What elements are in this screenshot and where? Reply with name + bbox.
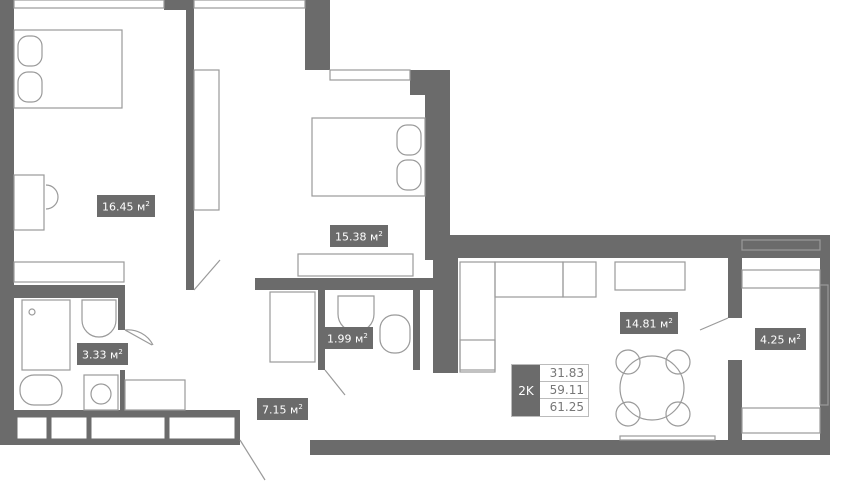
total-area-with-balcony-value: 61.25 [549,400,584,414]
area-unit-sup: 2 [298,403,303,411]
area-unit-sup: 2 [145,200,150,208]
living-area-value: 31.83 [540,365,588,382]
area-unit: м [290,403,299,417]
room-area-label-hallway: 7.15 м2 [257,398,308,420]
total-area-value: 59.11 [540,382,588,399]
area-value: 16.45 [102,200,134,214]
room-area-label-bathroom: 3.33 м2 [77,343,128,365]
area-value: 4.25 [760,333,785,347]
area-value: 3.33 [82,348,107,362]
area-value: 7.15 [262,403,287,417]
area-unit: м [137,200,146,214]
area-unit-sup: 2 [118,348,123,356]
room-area-label-kitchen-living: 14.81 м2 [620,312,678,334]
area-value: 14.81 [625,317,657,331]
area-unit: м [110,348,119,362]
room-area-label-bedroom-2: 15.38 м2 [330,225,388,247]
room-area-label-balcony: 4.25 м2 [755,328,806,350]
area-unit-sup: 2 [363,332,368,340]
windows [13,0,829,406]
area-unit: м [788,333,797,347]
area-unit: м [355,332,364,346]
room-area-label-toilet: 1.99 м2 [322,327,373,349]
area-unit: м [660,317,669,331]
apartment-info-box: 2K 31.83 59.11 61.25 [511,364,589,417]
area-unit-sup: 2 [796,333,801,341]
apartment-type-badge: 2K [512,365,540,416]
cabinets [17,417,235,439]
area-value: 1.99 [327,332,352,346]
area-unit-sup: 2 [378,230,383,238]
doors [124,259,729,481]
area-unit-sup: 2 [668,317,673,325]
area-unit: м [370,230,379,244]
room-area-label-bedroom-1: 16.45 м2 [97,195,155,217]
area-value: 15.38 [335,230,367,244]
furniture [13,29,821,441]
